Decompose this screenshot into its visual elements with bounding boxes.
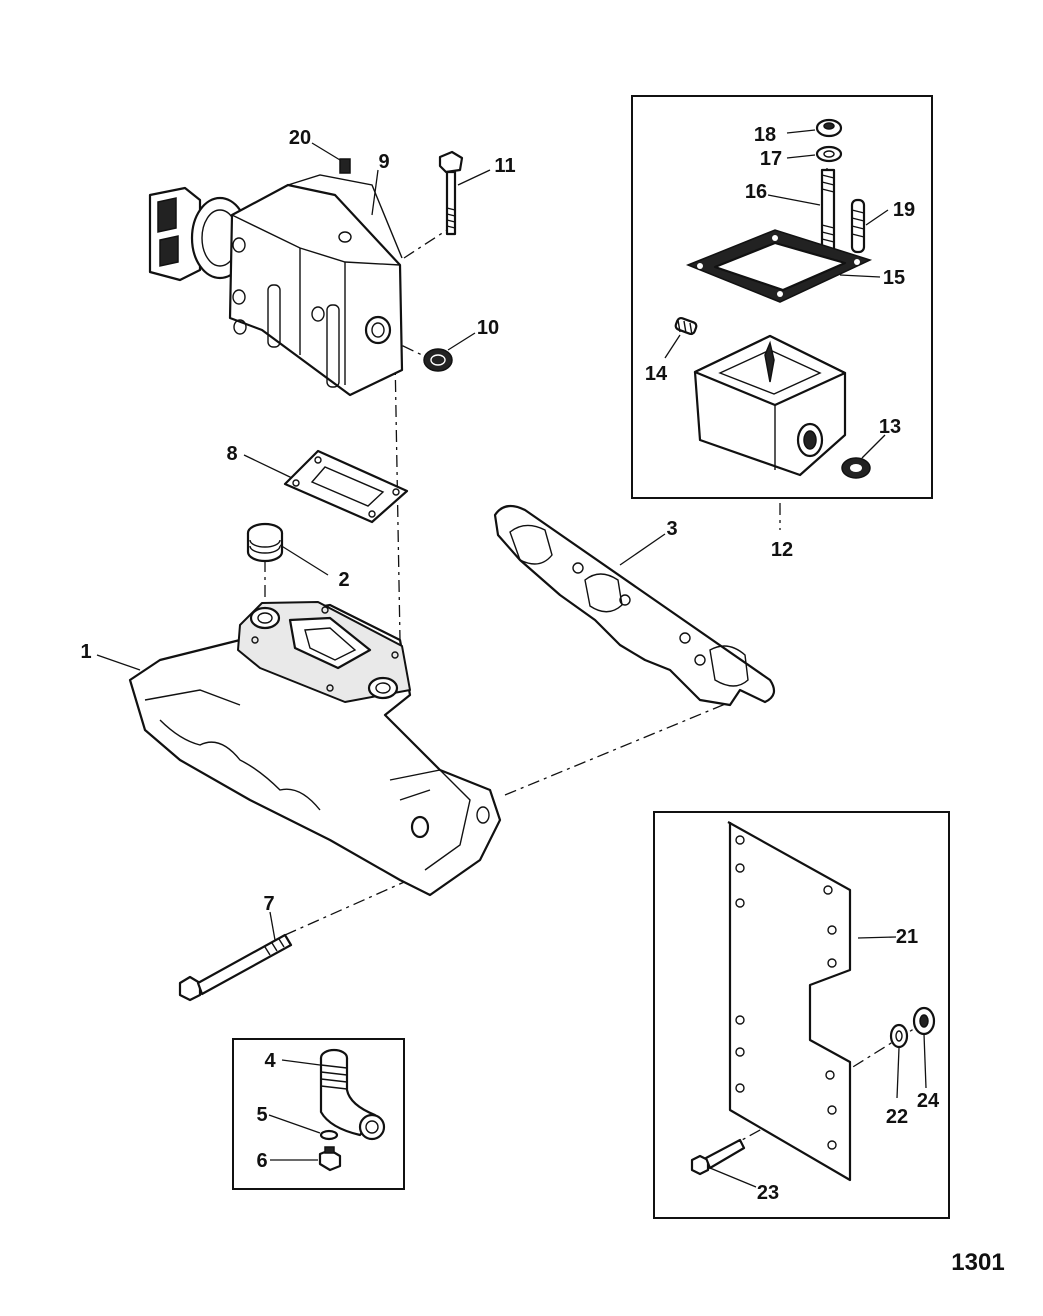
callout-15: 15 bbox=[883, 267, 905, 289]
part-12-riser bbox=[693, 334, 847, 477]
callout-19: 19 bbox=[893, 199, 915, 221]
inset-box-spacer-plate bbox=[653, 811, 950, 1219]
callout-22: 22 bbox=[886, 1106, 908, 1128]
leader-lines bbox=[96, 129, 927, 1188]
part-7-bolt bbox=[178, 933, 293, 1002]
part-22-washer bbox=[889, 1023, 909, 1049]
part-11-bolt bbox=[438, 150, 464, 236]
part-6-fitting bbox=[318, 1146, 342, 1172]
part-1-exhaust-manifold bbox=[128, 601, 502, 897]
callout-5: 5 bbox=[256, 1104, 267, 1126]
part-4-elbow bbox=[319, 1048, 386, 1141]
callout-1: 1 bbox=[80, 641, 91, 663]
part-5-o-ring bbox=[319, 1129, 339, 1141]
callout-3: 3 bbox=[666, 518, 677, 540]
part-24-nut bbox=[912, 1006, 936, 1036]
inset-box-riser-kit bbox=[631, 95, 933, 499]
callout-9: 9 bbox=[378, 151, 389, 173]
callout-11: 11 bbox=[494, 155, 515, 177]
callout-12: 12 bbox=[771, 539, 793, 561]
callout-13: 13 bbox=[879, 416, 901, 438]
part-20-set-screw bbox=[339, 158, 351, 174]
part-13-plug bbox=[841, 457, 871, 479]
callout-23: 23 bbox=[757, 1182, 779, 1204]
part-14-fitting bbox=[674, 316, 698, 336]
part-19-stud bbox=[850, 198, 866, 254]
part-23-bolt bbox=[690, 1138, 746, 1176]
part-17-washer bbox=[815, 145, 843, 163]
page-number: 1301 bbox=[951, 1249, 1004, 1276]
part-9-riser bbox=[148, 174, 404, 397]
callout-6: 6 bbox=[256, 1150, 267, 1172]
part-3-gasket bbox=[493, 504, 776, 707]
callout-16: 16 bbox=[745, 181, 767, 203]
part-8-gasket bbox=[283, 449, 409, 524]
part-2-plug bbox=[246, 522, 284, 563]
callout-17: 17 bbox=[760, 148, 782, 170]
callout-10: 10 bbox=[477, 317, 499, 339]
part-18-nut bbox=[815, 118, 843, 138]
callout-7: 7 bbox=[263, 893, 274, 915]
callout-4: 4 bbox=[264, 1050, 276, 1072]
part-10-plug bbox=[423, 348, 453, 372]
inset-box-fitting bbox=[232, 1038, 405, 1190]
part-21-plate bbox=[727, 821, 852, 1182]
callout-14: 14 bbox=[645, 363, 668, 385]
callout-20: 20 bbox=[289, 127, 311, 149]
callout-2: 2 bbox=[338, 569, 349, 591]
part-16-stud bbox=[820, 168, 836, 252]
callout-24: 24 bbox=[917, 1090, 940, 1112]
callout-18: 18 bbox=[754, 124, 776, 146]
callout-21: 21 bbox=[896, 926, 918, 948]
callout-8: 8 bbox=[226, 443, 237, 465]
part-15-gasket bbox=[685, 229, 873, 303]
